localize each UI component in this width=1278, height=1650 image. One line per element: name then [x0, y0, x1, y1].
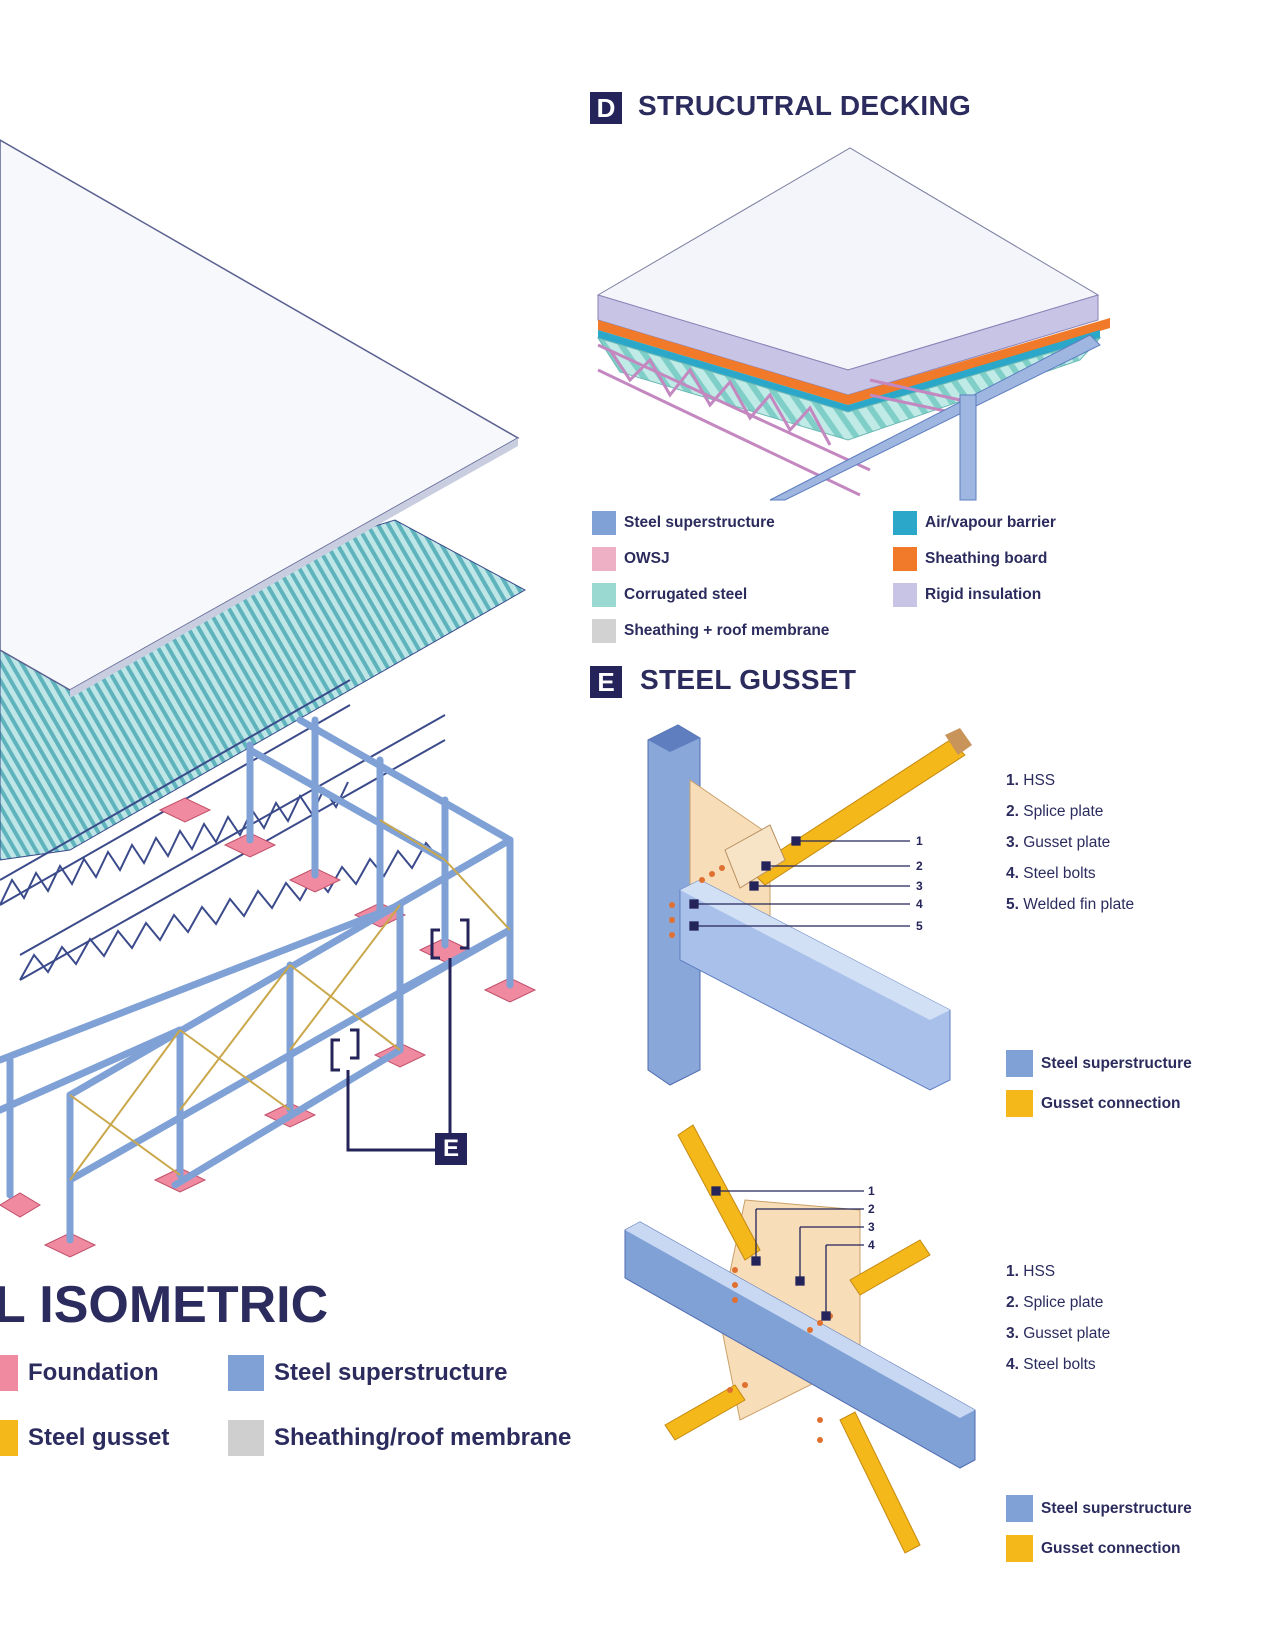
gusset-2-callout-numbers: 1 2 3 4	[868, 1184, 875, 1252]
legend-swatch	[592, 619, 616, 643]
part-item: 1. HSS	[1006, 1263, 1056, 1280]
callout-1: 1	[916, 834, 923, 848]
legend-label: Sheathing + roof membrane	[624, 622, 830, 639]
legend-item: Steel gusset	[0, 1420, 169, 1456]
part-item: 2. Splice plate	[1006, 1294, 1104, 1311]
legend-item: Sheathing/roof membrane	[228, 1420, 571, 1456]
legend-label: Sheathing board	[925, 550, 1048, 567]
legend-swatch	[1006, 1050, 1033, 1077]
part-item: 3. Gusset plate	[1006, 834, 1111, 851]
legend-item: Gusset connection	[1006, 1090, 1181, 1117]
gusset-2-parts-list: 1. HSS 2. Splice plate 3. Gusset plate 4…	[1006, 1263, 1110, 1387]
legend-swatch	[1006, 1495, 1033, 1522]
isometric-detail-marker: E	[442, 1135, 459, 1162]
gusset-1-callout-numbers: 1 2 3 4 5	[916, 834, 923, 933]
legend-label: Corrugated steel	[624, 586, 748, 603]
legend-label: Steel gusset	[28, 1424, 170, 1451]
callout-5: 5	[916, 919, 923, 933]
callout-2: 2	[916, 859, 923, 873]
legend-swatch	[592, 511, 616, 535]
legend-label: Steel superstructure	[1041, 1499, 1192, 1517]
legend-item: Steel superstructure	[228, 1355, 507, 1391]
callout-1: 1	[868, 1184, 875, 1198]
section-d-badge: D	[590, 92, 622, 124]
legend-swatch	[592, 547, 616, 571]
legend-label: Gusset connection	[1041, 1094, 1181, 1112]
callout-4: 4	[868, 1238, 875, 1252]
part-item: 5. Welded fin plate	[1006, 896, 1135, 913]
isometric-title: L ISOMETRIC	[0, 1276, 329, 1334]
legend-item: Rigid insulation	[893, 583, 1041, 607]
legend-swatch	[1006, 1535, 1033, 1562]
legend-label: Air/vapour barrier	[925, 514, 1056, 531]
legend-swatch	[1006, 1090, 1033, 1117]
steel-bracing	[69, 819, 511, 1181]
steel-frame	[0, 716, 514, 1244]
legend-item: Sheathing board	[893, 547, 1047, 571]
part-item: 4. Steel bolts	[1006, 1356, 1096, 1373]
detail-marker-brackets	[330, 918, 470, 1152]
legend-swatch	[0, 1355, 18, 1391]
legend-label: Sheathing/roof membrane	[274, 1424, 572, 1451]
legend-label: Rigid insulation	[925, 586, 1042, 603]
legend-label: Gusset connection	[1041, 1539, 1181, 1557]
legend-label: Steel superstructure	[624, 514, 775, 531]
legend-label: Steel superstructure	[274, 1359, 508, 1386]
callout-4: 4	[916, 897, 923, 911]
legend-swatch	[893, 583, 917, 607]
callout-3: 3	[916, 879, 923, 893]
decking-title: STRUCUTRAL DECKING	[638, 90, 972, 121]
decking-drawing	[596, 147, 1110, 501]
legend-item: Steel superstructure	[1006, 1050, 1192, 1077]
legend-item: Air/vapour barrier	[893, 511, 1056, 535]
legend-swatch	[893, 547, 917, 571]
callout-3: 3	[868, 1220, 875, 1234]
legend-label: Foundation	[28, 1359, 159, 1386]
legend-item: OWSJ	[592, 547, 670, 571]
gusset-title: STEEL GUSSET	[640, 664, 857, 695]
legend-swatch	[228, 1420, 264, 1456]
legend-item: Steel superstructure	[592, 511, 775, 535]
legend-item: Foundation	[0, 1355, 159, 1391]
legend-label: OWSJ	[624, 550, 670, 567]
legend-item: Steel superstructure	[1006, 1495, 1192, 1522]
legend-item: Sheathing + roof membrane	[592, 619, 829, 643]
legend-swatch	[0, 1420, 18, 1456]
part-item: 1. HSS	[1006, 772, 1056, 789]
legend-item: Corrugated steel	[592, 583, 747, 607]
legend-item: Gusset connection	[1006, 1535, 1181, 1562]
legend-swatch	[592, 583, 616, 607]
section-e-badge: E	[590, 666, 622, 698]
part-item: 2. Splice plate	[1006, 803, 1104, 820]
part-item: 4. Steel bolts	[1006, 865, 1096, 882]
legend-swatch	[893, 511, 917, 535]
gusset-1-parts-list: 1. HSS 2. Splice plate 3. Gusset plate 4…	[1006, 772, 1134, 927]
gusset-detail-1-drawing	[647, 724, 972, 1091]
part-item: 3. Gusset plate	[1006, 1325, 1111, 1342]
legend-label: Steel superstructure	[1041, 1054, 1192, 1072]
gusset-detail-2-drawing	[624, 1124, 976, 1554]
isometric-structure	[0, 139, 537, 1258]
legend-swatch	[228, 1355, 264, 1391]
callout-2: 2	[868, 1202, 875, 1216]
detail-marker-e-box	[435, 1133, 467, 1165]
